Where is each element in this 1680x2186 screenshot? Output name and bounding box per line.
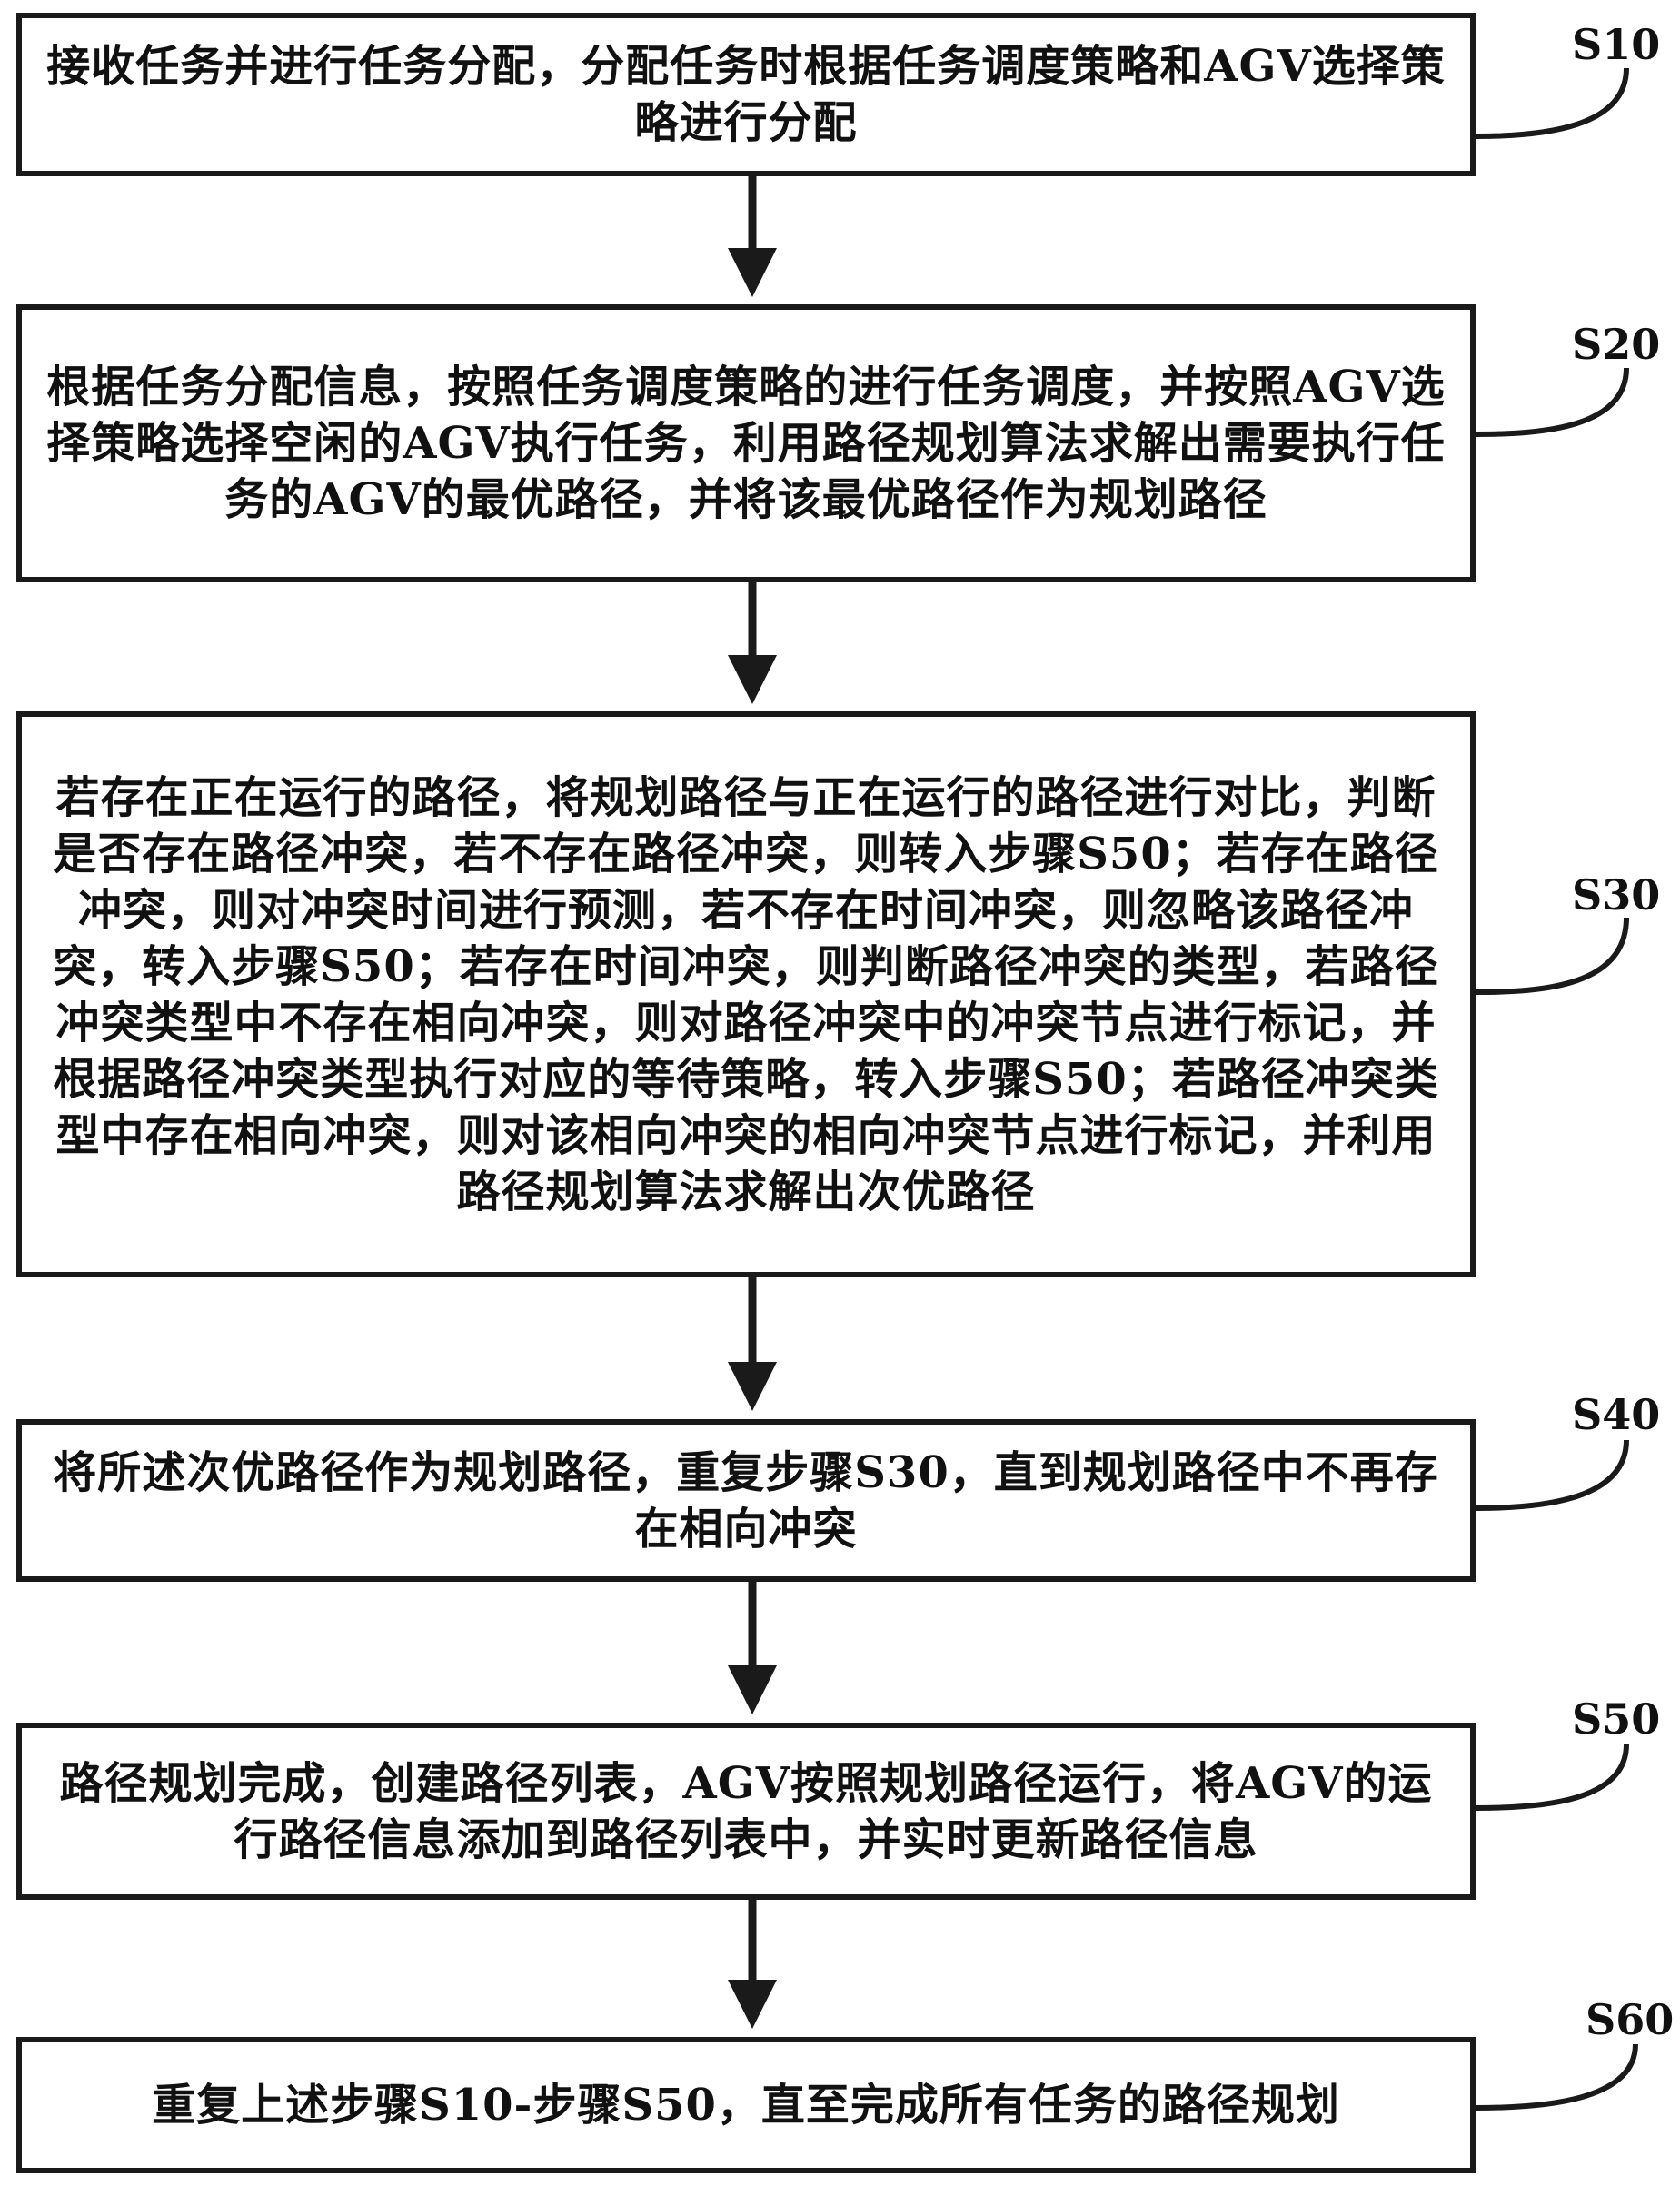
leader-s60 [1475,2043,1638,2111]
leader-s10 [1475,67,1629,139]
step-text-s20: 根据任务分配信息，按照任务调度策略的进行任务调度，并按照AGV选择策略选择空闲的… [46,362,1446,525]
leader-s30 [1475,917,1629,995]
step-label-s50: S50 [1572,1694,1661,1744]
step-label-s60: S60 [1586,1995,1675,2044]
step-text-s50: 路径规划完成，创建路径列表，AGV按照规划路径运行，将AGV的运行路径信息添加到… [59,1757,1433,1865]
leader-s40 [1475,1439,1629,1511]
step-label-s20: S20 [1572,320,1661,369]
step-box-s50: 路径规划完成，创建路径列表，AGV按照规划路径运行，将AGV的运行路径信息添加到… [16,1723,1476,1900]
step-label-s40: S40 [1572,1390,1661,1439]
step-text-s40: 将所述次优路径作为规划路径，重复步骤S30，直到规划路径中不再存在相向冲突 [53,1446,1439,1555]
step-box-s40: 将所述次优路径作为规划路径，重复步骤S30，直到规划路径中不再存在相向冲突 [16,1419,1476,1582]
step-label-s10: S10 [1572,20,1661,69]
step-text-s30: 若存在正在运行的路径，将规划路径与正在运行的路径进行对比，判断是否存在路径冲突，… [53,771,1439,1217]
leader-s20 [1475,367,1629,437]
step-label-s30: S30 [1572,870,1661,919]
step-text-s60: 重复上述步骤S10-步骤S50，直至完成所有任务的路径规划 [152,2080,1340,2131]
step-box-s30: 若存在正在运行的路径，将规划路径与正在运行的路径进行对比，判断是否存在路径冲突，… [16,711,1476,1277]
step-text-s10: 接收任务并进行任务分配，分配任务时根据任务调度策略和AGV选择策略进行分配 [46,41,1446,148]
step-box-s10: 接收任务并进行任务分配，分配任务时根据任务调度策略和AGV选择策略进行分配 [16,13,1476,176]
step-box-s20: 根据任务分配信息，按照任务调度策略的进行任务调度，并按照AGV选择策略选择空闲的… [16,304,1476,582]
leader-s50 [1475,1744,1629,1811]
step-box-s60: 重复上述步骤S10-步骤S50，直至完成所有任务的路径规划 [16,2037,1476,2173]
